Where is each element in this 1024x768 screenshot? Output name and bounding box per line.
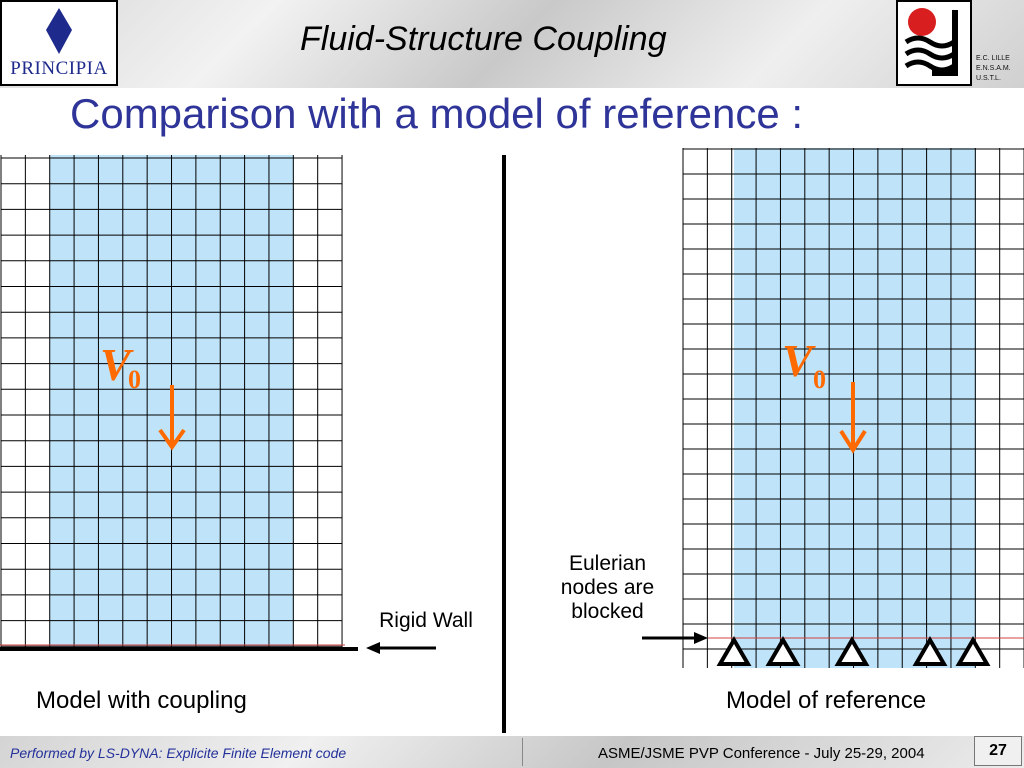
support-triangle-icon [955, 636, 991, 666]
right-velocity-symbol: V [782, 335, 816, 386]
blocked-label-line-1: Eulerian [568, 552, 647, 575]
logo-text-line-1: E.C. LILLE [976, 55, 1010, 62]
support-triangle-icon [716, 636, 752, 666]
lille-emblem-icon [904, 8, 958, 76]
blocked-label-line-3: blocked [571, 600, 644, 623]
logo-text-line-3: U.S.T.L. [976, 75, 1001, 82]
blocked-label-line-2: nodes are [560, 576, 655, 599]
footer-separator [522, 738, 523, 766]
rigid-wall-arrow-icon [366, 642, 436, 654]
left-velocity-indicator: V 0 [100, 339, 186, 451]
page-number: 27 [974, 736, 1022, 766]
support-triangle-icon [834, 636, 870, 666]
diamond-logo-icon [46, 8, 72, 54]
slide-header [0, 0, 1024, 88]
right-velocity-indicator: V 0 [782, 335, 867, 454]
slide-footer [0, 736, 1024, 768]
right-velocity-subscript: 0 [813, 365, 826, 394]
footer-left-text: Performed by LS-DYNA: Explicite Finite E… [10, 745, 347, 761]
footer-right-text: ASME/JSME PVP Conference - July 25-29, 2… [598, 745, 925, 762]
logo-text-line-2: E.N.S.A.M. [976, 65, 1011, 72]
blocked-nodes-label: Eulerian nodes are blocked [540, 552, 675, 624]
header-title: Fluid-Structure Coupling [300, 20, 667, 58]
left-velocity-arrow-icon [158, 385, 186, 451]
right-fluid-mesh [682, 148, 1024, 668]
lille-logo [896, 0, 972, 86]
rigid-wall-label: Rigid Wall [379, 609, 473, 632]
rigid-wall [0, 644, 358, 651]
principia-logo: PRINCIPIA [0, 0, 118, 86]
left-caption: Model with coupling [36, 687, 247, 714]
slide-title: Comparison with a model of reference : [70, 90, 804, 137]
lille-logo-text: E.C. LILLE E.N.S.A.M. U.S.T.L. [976, 54, 1022, 84]
left-velocity-symbol: V [100, 339, 134, 390]
support-triangle-icon [765, 636, 801, 666]
logo-left-word: PRINCIPIA [10, 58, 108, 79]
right-velocity-arrow-icon [839, 382, 867, 454]
right-caption: Model of reference [726, 687, 927, 714]
left-velocity-subscript: 0 [128, 365, 141, 394]
panel-divider [502, 155, 506, 733]
blocked-node-supports [708, 636, 1024, 666]
blocked-nodes-arrow-icon [642, 632, 708, 644]
support-triangle-icon [912, 636, 948, 666]
